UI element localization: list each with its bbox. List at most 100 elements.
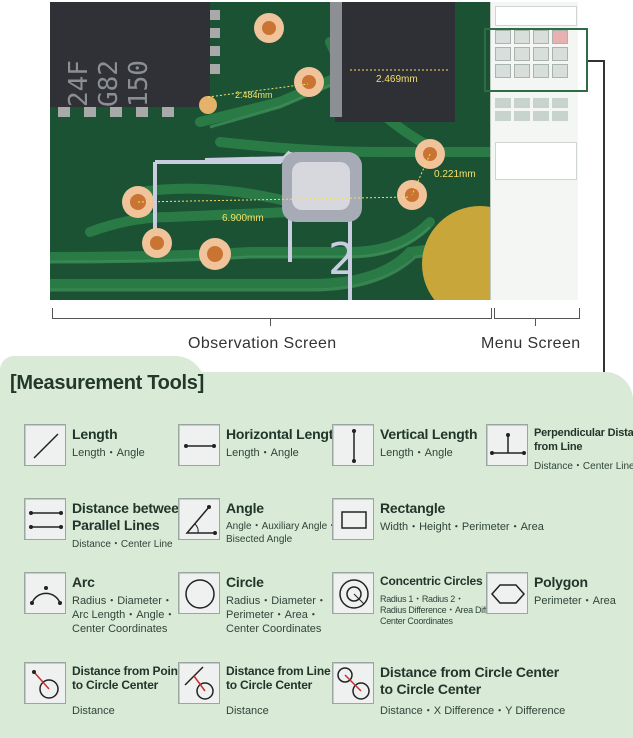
silkscreen-digit: 2 [328,234,356,285]
menu-action-button[interactable] [552,111,568,121]
menu-tool-button[interactable] [514,47,530,61]
menu-tool-button[interactable] [533,30,549,44]
tool-name: Angle [226,500,264,516]
tool-name: Polygon [534,574,588,590]
tool-name: Rectangle [380,500,446,516]
menu-tool-button[interactable] [514,64,530,78]
menu-tool-button[interactable] [495,30,511,44]
menu-tool-button[interactable] [552,47,568,61]
circle-to-circle-icon[interactable] [332,662,374,704]
chip-pins [58,10,220,117]
arc-icon[interactable] [24,572,66,614]
menu-tool-button[interactable] [514,30,530,44]
tool-name: Concentric Circles [380,574,483,588]
menu-action-button[interactable] [514,98,530,108]
menu-tool-button[interactable] [552,64,568,78]
menu-action-button[interactable] [495,111,511,121]
callout-arrow-line [603,60,605,378]
tool-name-line: Distance from Circle Center [380,664,559,680]
vertical-length-icon[interactable] [332,424,374,466]
menu-action-button[interactable] [495,98,511,108]
menu-action-button[interactable] [533,98,549,108]
chip-marking-line: 24F [64,60,94,107]
tool-desc: Radius・Diameter・ Perimeter・Area・ Center Co… [226,594,327,636]
tool-name-line: to Circle Center [72,678,159,692]
tool-name: Horizontal Length [226,426,342,442]
observation-screen: 2 2.484mm 2.469mm 0.221mm 6.900mm 24F G8… [50,2,490,300]
tool-desc-line: Center Coordinates [380,616,453,626]
tool-name-line: to Circle Center [380,681,482,697]
length-icon[interactable] [24,424,66,466]
observation-bracket-tick [270,318,271,326]
tool-desc-line: Radius Difference・Area Difference・ [380,605,522,615]
measurement-label: 6.900mm [222,213,264,224]
tool-desc-line: Radius・Diameter・ [72,595,173,607]
tool-desc-line: Arc Length・Angle・ [72,609,176,621]
tool-desc: Length・Angle [72,447,145,459]
tool-name: Circle [226,574,264,590]
tool-desc: Length・Angle [380,447,453,459]
tool-desc: Radius 1・Radius 2・Radius Difference・Area… [380,594,522,627]
tool-desc: Distance [72,705,115,717]
callout-connector [588,60,604,62]
parallel-lines-icon[interactable] [24,498,66,540]
menu-screen [490,2,578,300]
menu-dropdown[interactable] [495,6,577,26]
tool-name-line: Distance between [72,500,188,516]
menu-action-button[interactable] [514,111,530,121]
pcb-image: 2 2.484mm 2.469mm 0.221mm 6.900mm [50,2,490,300]
menu-bracket-tick [535,318,536,326]
menu-action-button[interactable] [533,111,549,121]
pcb-pads [122,13,445,270]
tool-desc-line: Center Coordinates [226,623,322,635]
tool-desc: Perimeter・Area [534,595,616,607]
tool-desc-line: Angle・Auxiliary Angle・ [226,521,338,532]
menu-tool-button[interactable] [495,64,511,78]
tool-name-line: Distance from Line [226,664,331,678]
menu-highlight-box [484,28,588,92]
menu-caption: Menu Screen [481,335,581,352]
tool-desc: Angle・Auxiliary Angle・ Bisected Angle [226,520,337,546]
observation-bracket [52,308,492,319]
tool-desc: Distance [226,705,269,717]
tool-name-line: to Circle Center [226,678,313,692]
rectangle-icon[interactable] [332,498,374,540]
circle-icon[interactable] [178,572,220,614]
tool-desc-line: Center Coordinates [72,623,168,635]
tool-desc-line: Bisected Angle [226,534,293,545]
menu-tool-button[interactable] [533,64,549,78]
menu-tool-button[interactable] [533,47,549,61]
point-to-circle-icon[interactable] [24,662,66,704]
tool-desc-line: Perimeter・Area・ [226,609,319,621]
tool-desc: Length・Angle [226,447,299,459]
tool-name-line: Parallel Lines [72,517,160,533]
angle-icon[interactable] [178,498,220,540]
menu-action-button[interactable] [552,98,568,108]
concentric-circles-icon[interactable] [332,572,374,614]
chip-marking-line: G82 [94,60,124,107]
horizontal-length-icon[interactable] [178,424,220,466]
menu-tool-button[interactable] [495,47,511,61]
menu-tool-button[interactable] [552,30,568,44]
line-to-circle-icon[interactable] [178,662,220,704]
polygon-icon[interactable] [486,572,528,614]
menu-tool-grid [495,30,575,82]
menu-results-table[interactable] [495,142,577,180]
tool-name: Arc [72,574,95,590]
measurement-label: 2.469mm [376,74,418,85]
tool-desc: Radius・Diameter・ Arc Length・Angle・ Center … [72,594,175,636]
tool-name-line: Perpendicular Distance [534,427,633,439]
chip-marking-line: 150 [124,60,154,107]
tool-desc: Distance・X Difference・Y Difference [380,705,566,717]
observation-caption: Observation Screen [188,335,337,352]
tool-desc-line: Radius 1・Radius 2・ [380,594,464,604]
tool-desc-line: Radius・Diameter・ [226,595,327,607]
perpendicular-distance-icon[interactable] [486,424,528,466]
tool-name: Vertical Length [380,426,478,442]
tool-name-line: Distance from Point [72,664,182,678]
